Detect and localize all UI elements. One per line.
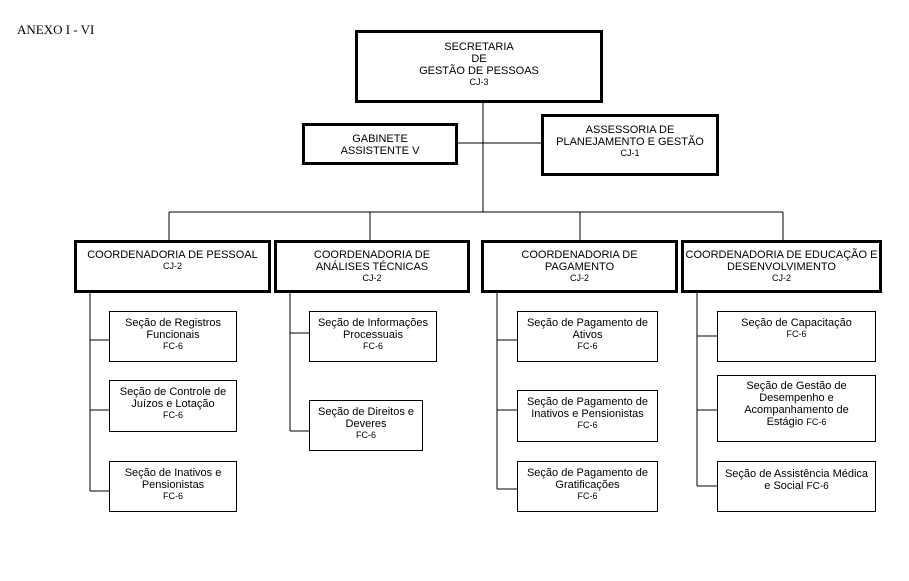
secao-title-line-2: Ativos: [572, 329, 603, 341]
secao-title-line-1: Seção de Pagamento de: [526, 317, 649, 329]
secao-code: FC-6: [806, 481, 829, 492]
secao-code: FC-6: [163, 410, 183, 420]
coordenadoria-title-line-1: COORDENADORIA DE: [313, 249, 431, 261]
secao-title-line-1: Seção de Capacitação: [741, 317, 852, 329]
secao-title-line-2: Funcionais: [146, 329, 200, 341]
coordenadoria-title-line-2: PAGAMENTO: [544, 261, 615, 273]
secao-gestao-desempenho-box: Seção de Gestão de Desempenho e Acompanh…: [717, 375, 876, 442]
secretaria-title-line-3: GESTÃO DE PESSOAS: [419, 65, 539, 77]
secretaria-title-line-1: SECRETARIA: [444, 41, 514, 53]
secao-code: FC-6: [786, 329, 807, 339]
secao-title-line-1: Seção de Registros: [125, 317, 221, 329]
secao-direitos-deveres-box: Seção de Direitos e Deveres FC-6: [309, 400, 423, 451]
secao-title-line-4-with-code: Estágio FC-6: [767, 416, 827, 428]
coordenadoria-pessoal-box: COORDENADORIA DE PESSOAL CJ-2: [74, 240, 271, 293]
assessoria-box: ASSESSORIA DE PLANEJAMENTO E GESTÃO CJ-1: [541, 114, 719, 176]
secao-title-line-2: Inativos e Pensionistas: [531, 408, 644, 420]
gabinete-title-line-1: GABINETE: [352, 133, 408, 145]
secretaria-box: SECRETARIA DE GESTÃO DE PESSOAS CJ-3: [355, 30, 603, 103]
coordenadoria-title-line-1: COORDENADORIA DE EDUCAÇÃO E: [685, 249, 878, 261]
secretaria-code: CJ-3: [469, 77, 489, 87]
coordenadoria-title-line-1: COORDENADORIA DE: [521, 249, 638, 261]
secao-code: FC-6: [577, 491, 598, 501]
secao-title-line-2: Pensionistas: [141, 479, 205, 491]
annex-label: ANEXO I - VI: [17, 22, 95, 37]
coordenadoria-title-line-2: DESENVOLVIMENTO: [726, 261, 836, 273]
secao-code: FC-6: [577, 341, 598, 351]
secao-code: FC-6: [163, 341, 183, 351]
secao-code: FC-6: [163, 491, 183, 501]
coordenadoria-analises-box: COORDENADORIA DE ANÁLISES TÉCNICAS CJ-2: [274, 240, 470, 293]
coordenadoria-code: CJ-2: [569, 273, 589, 283]
secao-pagamento-ativos-box: Seção de Pagamento de Ativos FC-6: [517, 311, 658, 362]
secao-code: FC-6: [577, 420, 598, 430]
secao-code: FC-6: [363, 341, 383, 351]
secao-title-line-1: Seção de Controle de: [119, 386, 227, 398]
secao-informacoes-processuais-box: Seção de Informações Processuais FC-6: [309, 311, 437, 362]
secretaria-title-line-2: DE: [471, 53, 487, 65]
secao-title-line-2: Gratificações: [555, 479, 620, 491]
secao-capacitacao-box: Seção de Capacitação FC-6: [717, 311, 876, 362]
secao-title-line-1: Seção de Direitos e: [318, 406, 414, 418]
secao-inativos-pensionistas-box: Seção de Inativos e Pensionistas FC-6: [109, 461, 237, 512]
assessoria-title-line-2: PLANEJAMENTO E GESTÃO: [556, 136, 704, 148]
coordenadoria-title-line-2: ANÁLISES TÉCNICAS: [315, 261, 429, 273]
secao-title-line-2: e Social: [764, 480, 804, 492]
secao-registros-funcionais-box: Seção de Registros Funcionais FC-6: [109, 311, 237, 362]
secao-title-line-2-with-code: e Social FC-6: [764, 480, 828, 492]
secao-title-line-1: Seção de Pagamento de: [526, 467, 649, 479]
secao-title-line-4: Estágio: [766, 416, 804, 428]
secao-title-line-1: Seção de Assistência Médica: [724, 468, 869, 480]
secao-code: FC-6: [806, 417, 827, 427]
secao-title-line-2: Desempenho e: [759, 392, 834, 404]
secao-assistencia-medica-box: Seção de Assistência Médica e Social FC-…: [717, 461, 876, 512]
gabinete-title-line-2: ASSISTENTE V: [340, 145, 420, 157]
secao-title-line-1: Seção de Informações: [317, 317, 429, 329]
coordenadoria-educacao-box: COORDENADORIA DE EDUCAÇÃO E DESENVOLVIME…: [681, 240, 882, 293]
coordenadoria-title-line-1: COORDENADORIA DE PESSOAL: [87, 249, 258, 261]
gabinete-box: GABINETE ASSISTENTE V: [302, 123, 458, 165]
coordenadoria-code: CJ-2: [771, 273, 791, 283]
coordenadoria-pagamento-box: COORDENADORIA DE PAGAMENTO CJ-2: [481, 240, 678, 293]
secao-controle-juizos-box: Seção de Controle de Juízos e Lotação FC…: [109, 380, 237, 432]
secao-title-line-2: Processuais: [343, 329, 403, 341]
secao-title-line-1: Seção de Gestão de: [746, 380, 847, 392]
secao-title-line-2: Juízos e Lotação: [131, 398, 215, 410]
assessoria-title-line-1: ASSESSORIA DE: [585, 124, 675, 136]
secao-pagamento-inativos-box: Seção de Pagamento de Inativos e Pension…: [517, 390, 658, 442]
secao-title-line-2: Deveres: [345, 418, 387, 430]
secao-code: FC-6: [356, 430, 376, 440]
secao-title-line-1: Seção de Pagamento de: [526, 396, 649, 408]
secao-title-line-1: Seção de Inativos e: [124, 467, 222, 479]
secao-title-line-3: Acompanhamento de: [744, 404, 849, 416]
assessoria-code: CJ-1: [620, 148, 640, 158]
secao-pagamento-gratificacoes-box: Seção de Pagamento de Gratificações FC-6: [517, 461, 658, 512]
coordenadoria-code: CJ-2: [162, 261, 182, 271]
coordenadoria-code: CJ-2: [362, 273, 382, 283]
